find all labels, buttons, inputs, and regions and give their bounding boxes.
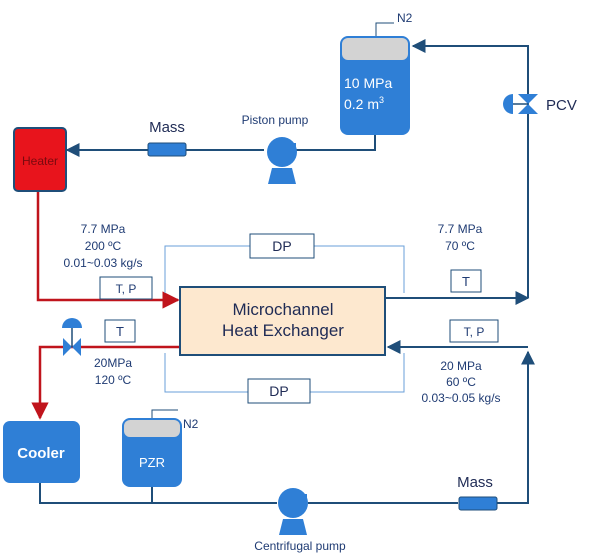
hot-in-pressure: 7.7 MPa [81, 222, 126, 236]
hot-in-flow: 0.01~0.03 kg/s [63, 256, 142, 270]
mass-bottom-label: Mass [457, 474, 493, 491]
sensor-tp-hot-in[interactable] [99, 276, 153, 300]
pipe-tank-to-piston-pump [296, 135, 376, 151]
tank-n2-leader [375, 22, 394, 36]
sensor-dp-bottom-label: DP [269, 383, 288, 399]
pipe-pcv-to-tank [411, 39, 529, 298]
storage-tank[interactable] [340, 36, 410, 135]
pzr-cap [124, 420, 180, 437]
cold-in-pressure: 20 MPa [440, 359, 482, 373]
pipe-heater-to-hx [36, 192, 180, 309]
tank-n2-label: N2 [397, 11, 413, 25]
conditions-hot-in: 7.7 MPa 200 ºC 0.01~0.03 kg/s [63, 222, 142, 270]
sensor-t-cold-out-label: T [462, 274, 470, 289]
heater-box[interactable] [13, 127, 67, 192]
sensor-dp-top[interactable] [249, 233, 315, 259]
hot-out-pressure: 20MPa [94, 356, 132, 370]
pipe-mass-to-return [497, 350, 535, 504]
sensor-t-hot-out[interactable] [104, 319, 136, 343]
pipe-hx-to-cooler [31, 345, 180, 420]
piston-pump-label: Piston pump [242, 113, 309, 127]
mass-flowmeter-top[interactable] [147, 142, 187, 157]
sensor-tp-cold-in-label: T, P [464, 325, 485, 339]
cooler-box[interactable] [3, 421, 80, 483]
sensor-t-cold-out[interactable] [450, 269, 482, 293]
sensor-tp-cold-in[interactable] [449, 319, 499, 343]
cooler-label: Cooler [17, 445, 65, 462]
conditions-hot-out: 20MPa 120 ºC [94, 356, 132, 387]
heat-exchanger[interactable] [179, 286, 386, 356]
conditions-cold-in: 20 MPa 60 ºC 0.03~0.05 kg/s [421, 359, 500, 405]
storage-tank-cap [342, 38, 408, 60]
pzr-n2-label: N2 [183, 417, 199, 431]
hot-in-temperature: 200 ºC [85, 239, 122, 253]
cold-out-temperature: 70 ºC [445, 239, 475, 253]
heater-label: Heater [22, 154, 58, 168]
sensor-t-hot-out-label: T [116, 324, 124, 339]
hx-label-line1: Microchannel [232, 300, 333, 319]
cold-out-pressure: 7.7 MPa [438, 222, 483, 236]
control-valve-hot-outlet[interactable] [62, 318, 82, 356]
centrifugal-pump-label: Centrifugal pump [254, 539, 346, 553]
sensor-dp-top-label: DP [272, 238, 291, 254]
centrifugal-pump[interactable] [278, 488, 308, 535]
hx-label-line2: Heat Exchanger [222, 321, 344, 340]
pcv-label: PCV [546, 97, 577, 114]
sensor-dp-bottom[interactable] [247, 378, 311, 404]
pipe-cooler-to-pump [39, 483, 277, 504]
pcv-valve[interactable] [503, 94, 538, 114]
storage-tank-volume: 0.2 m3 [344, 95, 384, 112]
sensor-tp-hot-in-label: T, P [116, 282, 137, 296]
hot-out-temperature: 120 ºC [95, 373, 132, 387]
mass-flowmeter-bottom[interactable] [458, 496, 498, 511]
cold-in-temperature: 60 ºC [446, 375, 476, 389]
pzr-n2-leader [151, 409, 178, 418]
mass-top-label: Mass [149, 119, 185, 136]
conditions-cold-out: 7.7 MPa 70 ºC [438, 222, 483, 253]
piston-pump[interactable] [267, 137, 297, 184]
cold-in-flow: 0.03~0.05 kg/s [421, 391, 500, 405]
pzr-label: PZR [139, 455, 165, 470]
storage-tank-pressure: 10 MPa [344, 75, 392, 91]
